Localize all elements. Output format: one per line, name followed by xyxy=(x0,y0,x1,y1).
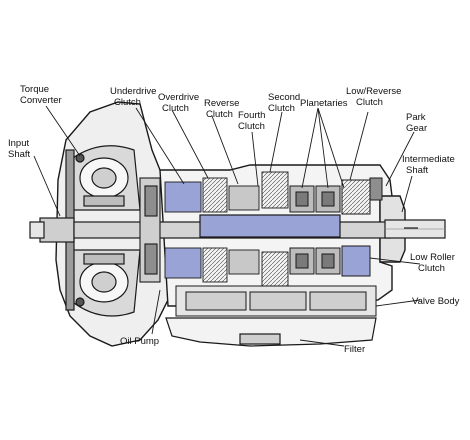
label-planetaries: Planetaries xyxy=(300,98,348,109)
filter-pan xyxy=(165,317,377,347)
label-filter: Filter xyxy=(344,344,365,355)
label-oil-pump: Oil Pump xyxy=(120,336,159,347)
label-input-shaft: Input Shaft xyxy=(8,138,32,160)
label-intermediate-shaft: Intermediate Shaft xyxy=(402,154,457,176)
label-second-clutch: Second Clutch xyxy=(268,92,303,114)
valve-body xyxy=(175,285,377,317)
label-underdrive-clutch: Underdrive Clutch xyxy=(110,86,159,108)
clutch-packs xyxy=(164,171,289,289)
label-park-gear: Park Gear xyxy=(406,112,428,134)
low-reverse-clutch-assembly xyxy=(341,177,383,277)
label-torque-converter: Torque Converter xyxy=(20,84,62,106)
label-valve-body: Valve Body xyxy=(412,296,460,307)
callout-labels: Torque Converter Input Shaft Underdrive … xyxy=(8,84,460,355)
planetary-gearsets xyxy=(289,185,341,275)
callout-leaders xyxy=(33,105,421,347)
label-fourth-clutch: Fourth Clutch xyxy=(238,110,268,132)
label-low-reverse-clutch: Low/Reverse Clutch xyxy=(346,86,404,108)
label-overdrive-clutch: Overdrive Clutch xyxy=(158,92,202,114)
label-reverse-clutch: Reverse Clutch xyxy=(204,98,242,120)
oil-pump xyxy=(139,177,161,283)
label-low-roller-clutch: Low Roller Clutch xyxy=(410,252,458,274)
